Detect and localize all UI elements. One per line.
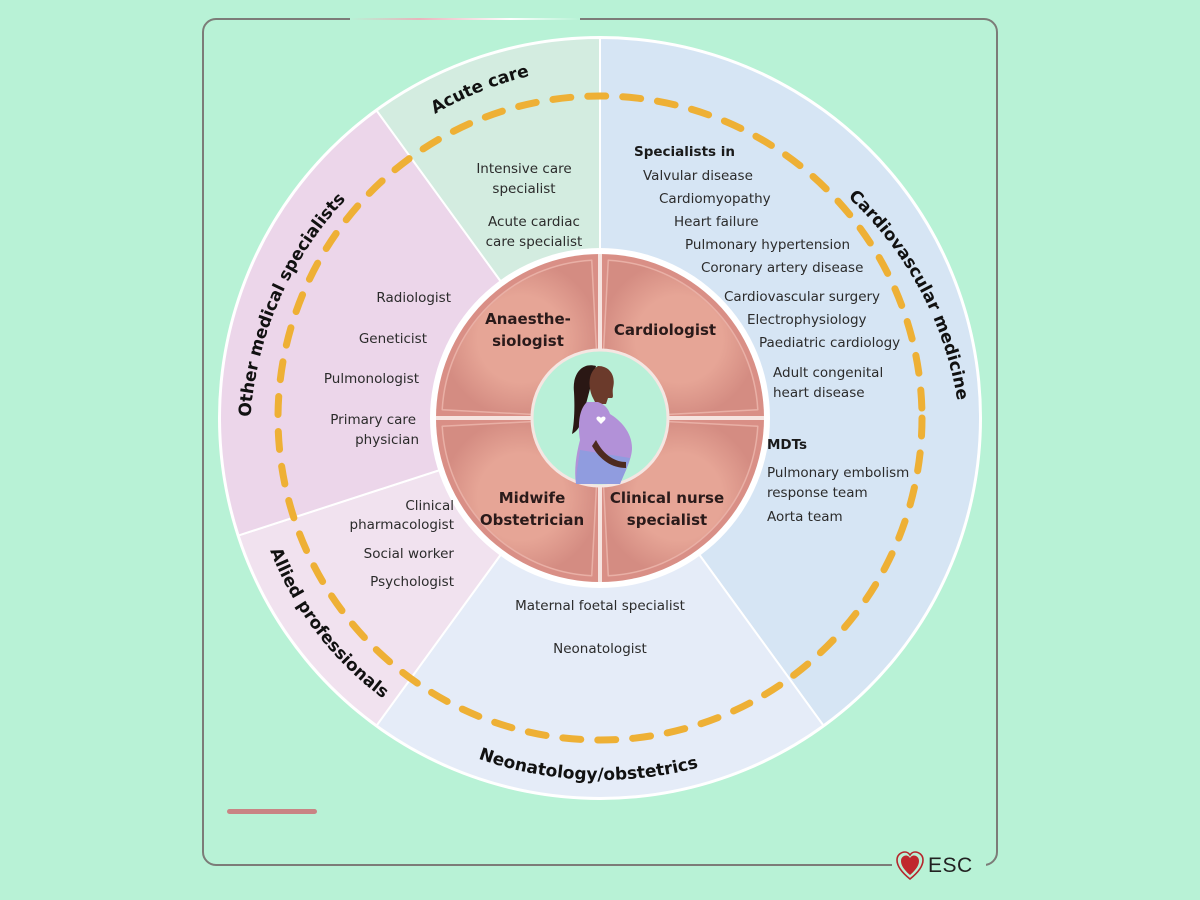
- other-medical-item: Radiologist: [376, 290, 451, 306]
- cv-specialist-item: Coronary artery disease: [701, 260, 863, 276]
- cv-specialist-item: Pulmonary hypertension: [685, 237, 850, 253]
- cv-specialist-item: heart disease: [773, 385, 865, 401]
- cv-specialist-item: Electrophysiology: [747, 312, 867, 328]
- neonatology-items: Maternal foetal specialist Neonatologist: [515, 598, 685, 657]
- cv-specialist-item: Heart failure: [674, 214, 759, 230]
- sector-cardiovascular-medicine: [599, 36, 981, 727]
- esc-logo-text: ESC: [928, 854, 973, 877]
- cv-specialist-item: Adult congenital: [773, 365, 883, 381]
- sector-neonatology-obstetrics: [375, 416, 825, 799]
- acute-care-items: Intensive care specialist Acute cardiac …: [476, 161, 582, 250]
- accent-bar: [227, 809, 317, 814]
- acute-item: care specialist: [486, 234, 583, 250]
- allied-item: pharmacologist: [350, 517, 454, 533]
- esc-logo: ESC: [892, 850, 986, 882]
- acute-item: Acute cardiac: [488, 214, 580, 230]
- core-label-clinical-nurse-specialist: specialist: [627, 511, 707, 529]
- acute-item: specialist: [492, 181, 555, 197]
- cv-specialist-item: Paediatric cardiology: [759, 335, 900, 351]
- other-medical-item: Geneticist: [359, 331, 427, 347]
- cv-mdts-heading: MDTs: [767, 437, 807, 453]
- figure-frame: [202, 18, 998, 866]
- dashed-collaboration-circle: [274, 92, 926, 744]
- core-label-midwife-obstetrician: Midwife: [499, 489, 566, 507]
- other-medical-item: Pulmonologist: [324, 371, 419, 387]
- allied-items: Clinical pharmacologist Social worker Ps…: [350, 498, 455, 590]
- cv-specialist-item: Cardiovascular surgery: [724, 289, 880, 305]
- other-medical-items: Radiologist Geneticist Pulmonologist Pri…: [324, 290, 451, 448]
- cv-specialist-item: Cardiomyopathy: [659, 191, 771, 207]
- other-medical-item: physician: [355, 432, 419, 448]
- allied-item: Social worker: [364, 546, 455, 562]
- heart-logo-icon: [896, 851, 924, 881]
- cv-mdt-item: response team: [767, 485, 868, 501]
- cv-specialist-item: Valvular disease: [643, 168, 753, 184]
- cv-mdt-item: Pulmonary embolism: [767, 465, 909, 481]
- core-label-anaesthesiologist: siologist: [492, 332, 564, 350]
- frame-top-gap: [350, 16, 580, 22]
- core-label-anaesthesiologist: Anaesthe-: [485, 310, 571, 328]
- allied-item: Psychologist: [370, 574, 454, 590]
- cardiovascular-items: Specialists in Valvular disease Cardiomy…: [634, 144, 909, 525]
- allied-item: Clinical: [405, 498, 454, 514]
- core-label-clinical-nurse-specialist: Clinical nurse: [610, 489, 724, 507]
- core-label-midwife-obstetrician: Obstetrician: [480, 511, 584, 529]
- neonatology-item: Maternal foetal specialist: [515, 598, 685, 614]
- neonatology-item: Neonatologist: [553, 641, 647, 657]
- pregnant-woman-icon: [530, 348, 670, 488]
- other-medical-item: Primary care: [330, 412, 416, 428]
- cv-mdt-item: Aorta team: [767, 509, 843, 525]
- core-label-cardiologist: Cardiologist: [614, 321, 716, 339]
- acute-item: Intensive care: [476, 161, 571, 177]
- frame-top-mark: [350, 18, 580, 20]
- cv-specialists-heading: Specialists in: [634, 144, 735, 160]
